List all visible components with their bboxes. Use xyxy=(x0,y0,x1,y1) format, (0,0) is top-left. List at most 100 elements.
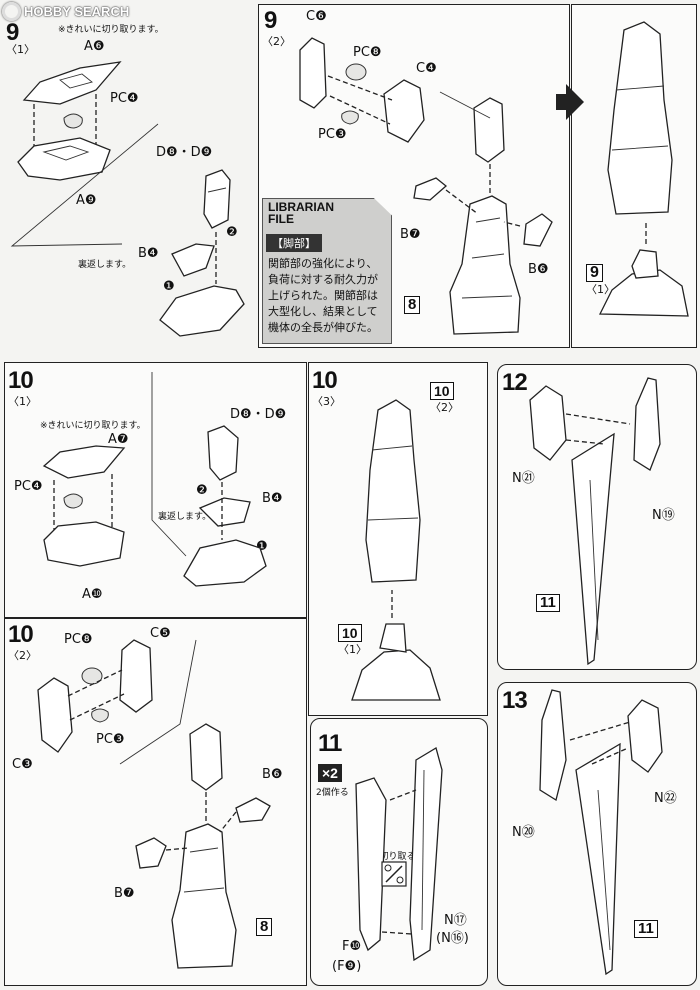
assembly-ref-box: 11 xyxy=(634,920,658,938)
part-label: (F❾) xyxy=(332,959,362,974)
part-label: (N⑯) xyxy=(436,931,469,946)
step-number: 12 xyxy=(502,369,528,396)
part-pc-b xyxy=(345,63,367,81)
part-label: PC❹ xyxy=(14,479,43,494)
part-lower-base-10 xyxy=(183,539,267,587)
part-leg-8-assembly xyxy=(449,195,521,335)
part-label: C❸ xyxy=(12,757,33,772)
part-label: B❻ xyxy=(262,767,283,782)
part-pc-a xyxy=(63,113,83,129)
part-label: C❹ xyxy=(416,61,437,76)
step-number: 9 xyxy=(264,7,277,34)
next-arrow-head-icon xyxy=(566,84,584,120)
part-n17-blade-half xyxy=(409,747,443,962)
order-mark: ❶ xyxy=(256,539,268,554)
part-b7-side xyxy=(413,177,448,201)
part-label: C❻ xyxy=(306,9,327,24)
sub-step: 〈3〉 xyxy=(312,395,341,408)
part-label: N㉑ xyxy=(512,471,535,486)
part-a9-lower-shell xyxy=(17,137,111,181)
cut-note: (切り取る) xyxy=(376,852,420,862)
part-label: PC❸ xyxy=(96,732,125,747)
part-n20-grip xyxy=(539,689,567,802)
part-c4-outer xyxy=(383,79,425,143)
part-label: PC❽ xyxy=(64,632,93,647)
part-lower-base-9 xyxy=(159,285,245,337)
multiplier-badge: ×2 xyxy=(318,764,342,782)
clean-cut-note: ※きれいに切り取ります。 xyxy=(58,25,164,35)
part-b6-side xyxy=(523,213,553,247)
part-label: C❺ xyxy=(150,626,171,641)
logo-text: HOBBY SEARCH xyxy=(24,4,130,19)
part-11-blade-13 xyxy=(575,742,621,976)
hobby-search-logo: HOBBY SEARCH xyxy=(2,2,129,21)
part-b6-side-10 xyxy=(235,797,271,823)
back-side-note: 裏返します。 xyxy=(158,512,212,522)
sub-step: 〈2〉 xyxy=(430,401,459,414)
part-label: A❾ xyxy=(76,193,97,208)
back-side-note: 裏返します。 xyxy=(78,260,132,270)
part-label: F❿ xyxy=(342,939,362,954)
sub-step: 〈1〉 xyxy=(8,395,37,408)
step-number: 9 xyxy=(6,19,19,46)
step-number: 11 xyxy=(318,730,342,757)
part-label: B❹ xyxy=(138,246,159,261)
order-mark: ❷ xyxy=(196,483,208,498)
assembly-ref-box: 8 xyxy=(404,296,421,314)
assembly-ref-box: 11 xyxy=(536,594,560,612)
part-11-blade-12 xyxy=(571,432,615,666)
part-knee-joint-10 xyxy=(189,723,223,791)
panel-step-11 xyxy=(310,718,488,986)
part-label: N⑰ xyxy=(444,913,467,928)
part-c5-inner xyxy=(119,639,153,713)
part-label: N⑲ xyxy=(652,508,675,523)
sub-step: 〈1〉 xyxy=(338,643,367,656)
part-knee-joint-9 xyxy=(473,97,505,163)
next-arrow-icon xyxy=(556,94,568,110)
part-label: B❻ xyxy=(528,262,549,277)
leg-assembly-step-10-3 xyxy=(351,399,441,701)
sub-step: 〈2〉 xyxy=(262,35,291,48)
cut-marker-icon xyxy=(381,861,407,887)
part-d8-d9-joint-10 xyxy=(207,425,239,481)
part-pc-c-10 xyxy=(91,708,109,723)
ref-step: 10 xyxy=(430,382,454,400)
part-label: N⑳ xyxy=(512,825,535,840)
part-label: B❼ xyxy=(400,227,421,242)
librarian-file-box xyxy=(262,198,392,344)
assembly-ref-box: 8 xyxy=(256,918,273,936)
part-leg-8-assembly-10 xyxy=(171,823,237,969)
librarian-text: 関節部の強化により、負荷に対する耐久力が上げられた。関節部は大型化し、結果として… xyxy=(268,257,378,334)
sub-step: 〈2〉 xyxy=(8,649,37,662)
part-label: A❿ xyxy=(82,587,103,602)
part-label: D❽・D❾ xyxy=(230,407,287,422)
ref-step: 10 xyxy=(338,624,362,642)
part-a6-upper-shell xyxy=(22,61,122,105)
part-label: A❻ xyxy=(84,39,105,54)
part-label: PC❹ xyxy=(110,91,139,106)
part-label: N㉒ xyxy=(654,791,677,806)
part-pc-b-10 xyxy=(81,667,103,685)
part-n19-grip xyxy=(633,377,661,471)
part-a10-lower-shell xyxy=(43,521,125,567)
step-number: 10 xyxy=(8,621,34,648)
part-b7-side-10 xyxy=(135,837,167,869)
part-label: A❼ xyxy=(108,432,129,447)
part-b4-cover-10 xyxy=(198,497,251,527)
sub-step: 〈1〉 xyxy=(586,283,615,296)
librarian-tag: 【脚部】 xyxy=(266,234,322,252)
clean-cut-note: ※きれいに切り取ります。 xyxy=(40,421,146,431)
part-d8-d9-joint xyxy=(203,169,231,229)
part-label: PC❸ xyxy=(318,127,347,142)
order-mark: ❷ xyxy=(226,225,238,240)
make-two-note: 2個作る xyxy=(316,788,349,798)
part-label: PC❽ xyxy=(353,45,382,60)
step-number: 10 xyxy=(8,367,34,394)
part-f10-blade-half xyxy=(355,777,387,952)
step-number: 13 xyxy=(502,687,528,714)
part-n21-hand xyxy=(529,385,567,461)
part-pc-c xyxy=(341,110,359,125)
ref-step: 9 xyxy=(586,264,603,282)
leg-assembly-result-9 xyxy=(598,21,689,317)
